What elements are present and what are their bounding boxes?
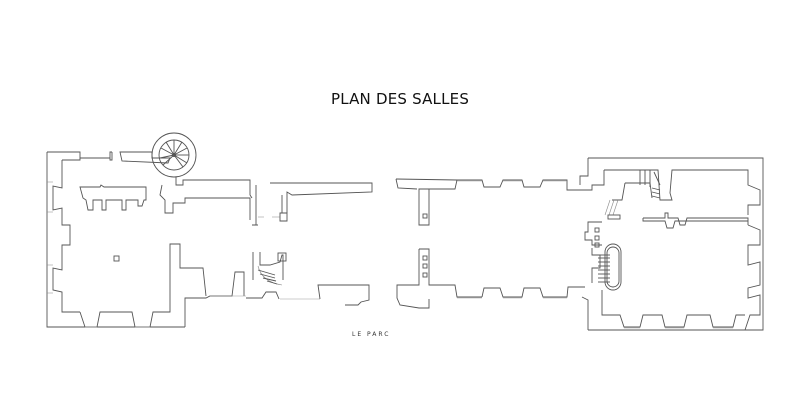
park-label: LE PARC (352, 331, 391, 338)
west-wing (46, 132, 253, 328)
east-wing (579, 157, 764, 331)
plan-title: PLAN DES SALLES (330, 90, 470, 108)
connector-section (210, 182, 373, 306)
central-gallery (395, 178, 585, 309)
